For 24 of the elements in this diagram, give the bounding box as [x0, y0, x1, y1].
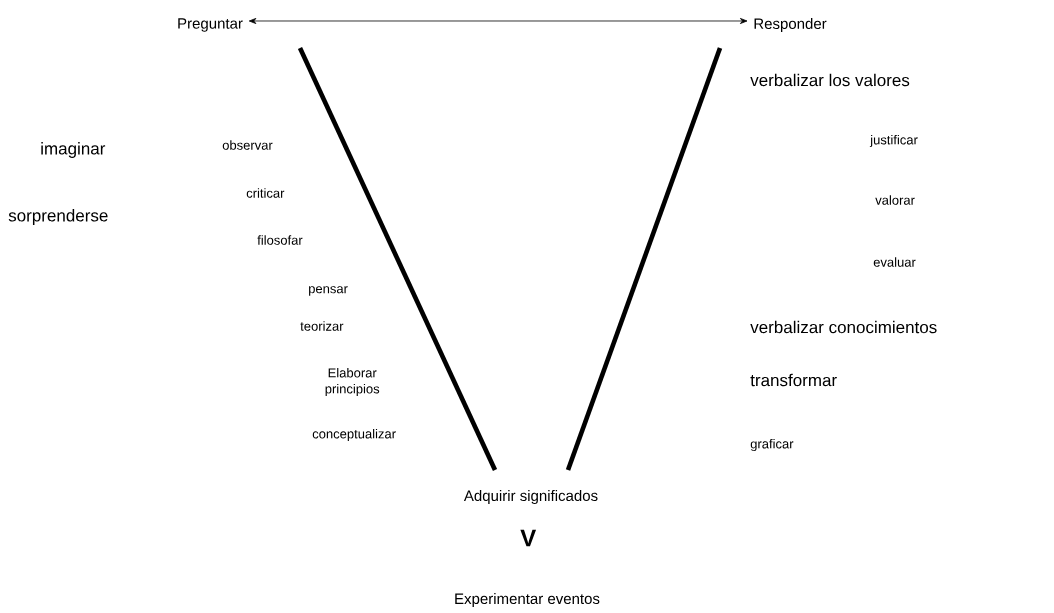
node-label: Responder	[754, 18, 827, 32]
verb-label: verbalizar conocimientos	[750, 320, 937, 334]
verb-label: Elaborar principios	[325, 367, 380, 397]
arrow	[248, 18, 748, 24]
node-label: Experimentar eventos	[455, 593, 600, 607]
verb-label: teorizar	[300, 321, 344, 331]
verb-label: valorar	[875, 195, 915, 205]
verb-label: sorprenderse	[8, 209, 108, 225]
verb-label: justificar	[869, 134, 918, 148]
node-label: Adquirir significados	[463, 490, 598, 504]
verb-label: observar	[222, 140, 273, 150]
verb-label: graficar	[750, 438, 794, 452]
line	[565, 47, 723, 471]
verb-label: verbalizar los valores	[750, 73, 910, 87]
verb-label: evaluar	[873, 257, 916, 267]
node-label: Preguntar	[178, 18, 243, 32]
letter: V	[520, 529, 537, 547]
line	[297, 47, 498, 471]
verb-label: transformar	[750, 373, 837, 387]
verb-label: imaginar	[41, 142, 106, 158]
verb-label: pensar	[309, 286, 348, 296]
verb-label: criticar	[246, 188, 285, 198]
verb-label: filosofar	[257, 235, 303, 245]
verb-label: conceptualizar	[312, 428, 396, 442]
